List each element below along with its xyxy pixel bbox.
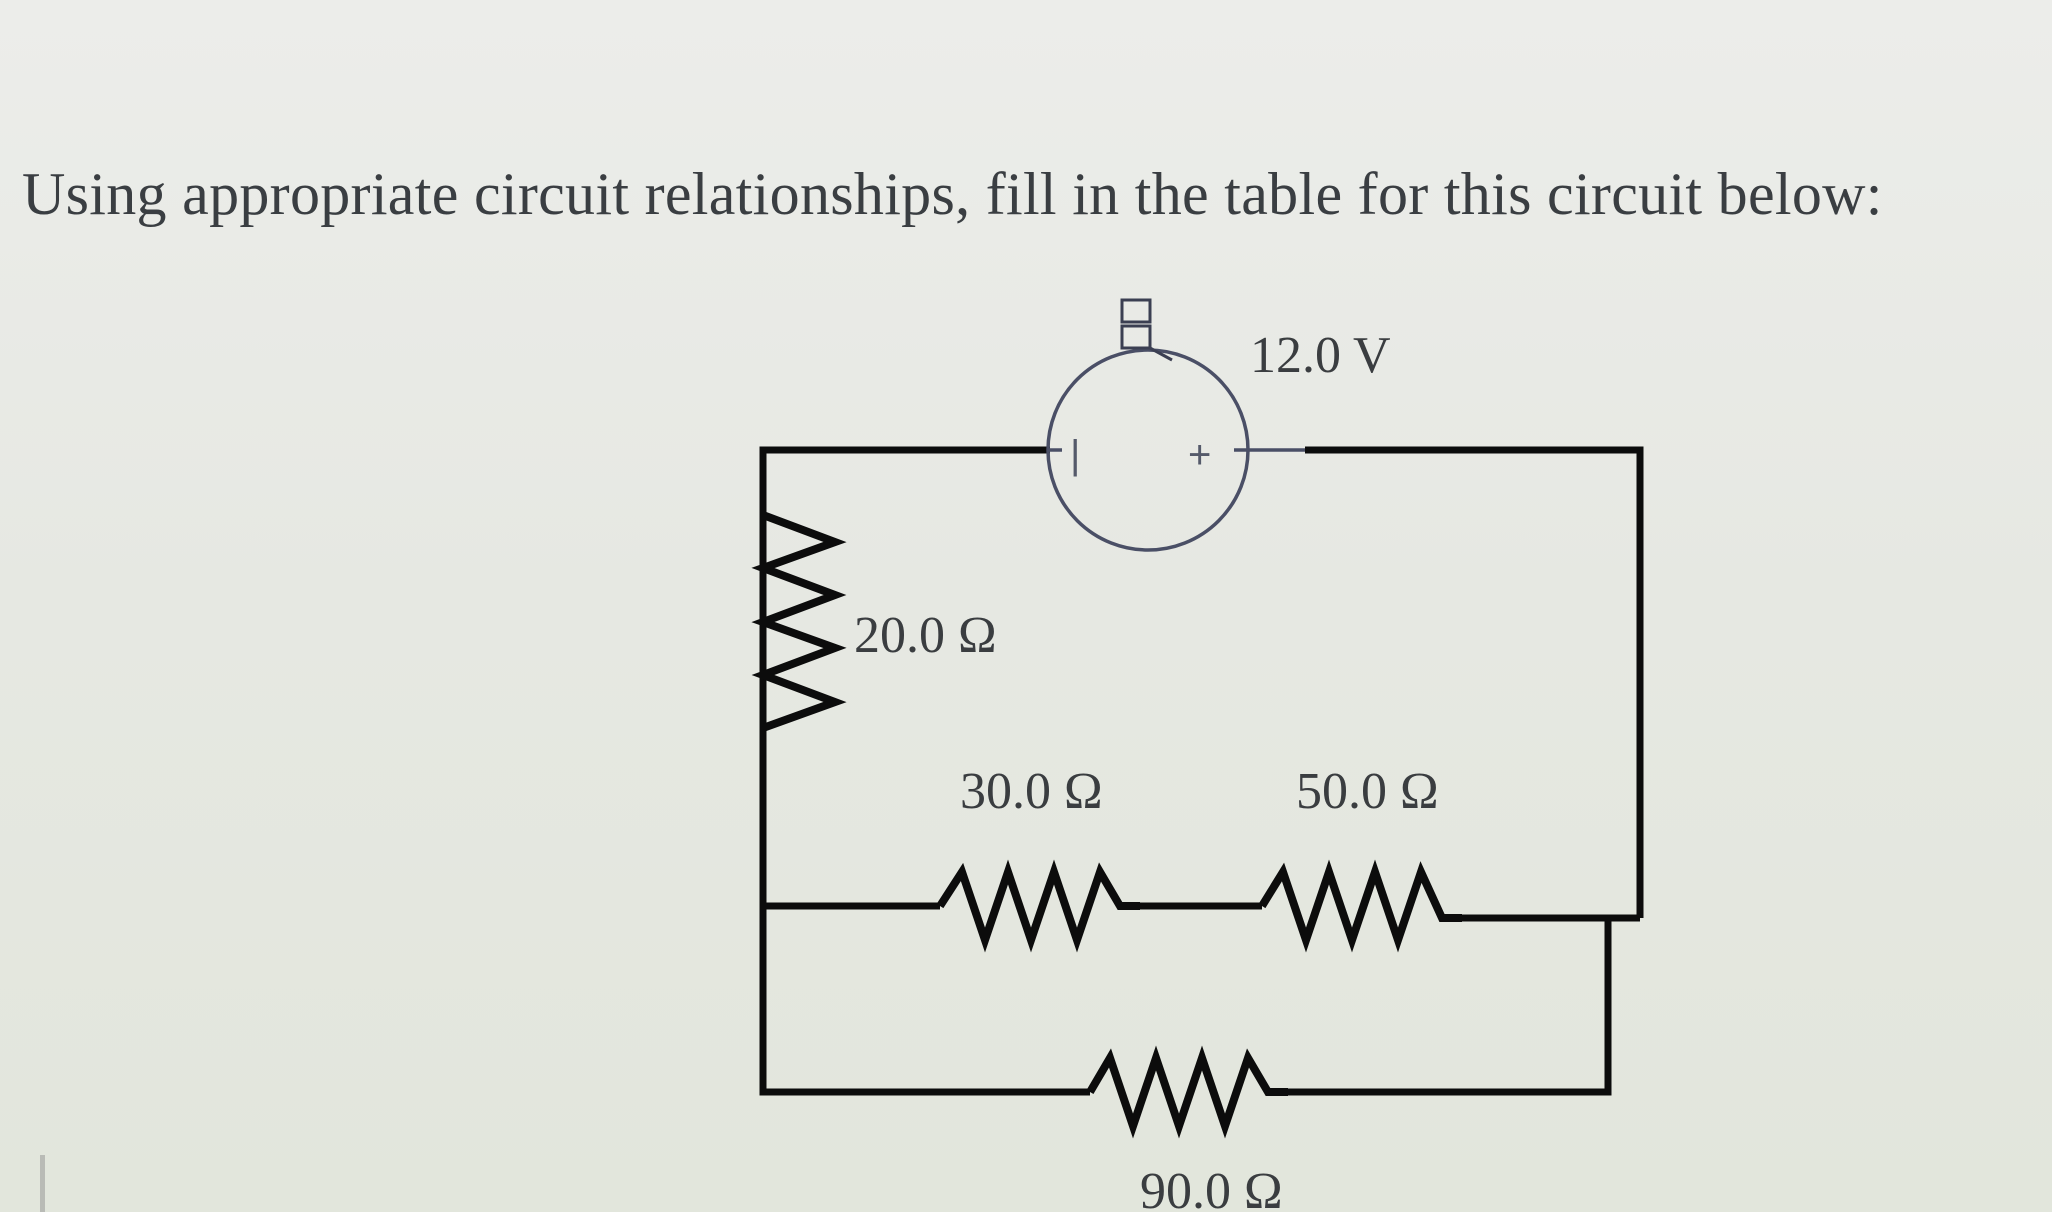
dc-symbol-icon <box>1120 298 1173 362</box>
voltage-label: 12.0 V <box>1250 327 1391 384</box>
resistor-r1 <box>751 511 847 732</box>
wire-middle-left <box>759 780 1090 1096</box>
voltage-source: | + <box>1046 298 1305 552</box>
margin-mark <box>40 1155 45 1212</box>
resistor-r2 <box>936 859 1140 953</box>
wire-top-left <box>759 446 1050 780</box>
question-text: Using appropriate circuit relationships,… <box>22 161 1883 227</box>
source-plus-symbol: + <box>1188 433 1211 477</box>
wire-bottom-right <box>1288 918 1612 1096</box>
resistor-r4 <box>1086 1045 1288 1139</box>
resistor-r3-label: 50.0 Ω <box>1296 763 1439 820</box>
resistor-r2-label: 30.0 Ω <box>960 763 1103 820</box>
source-minus-symbol: | <box>1070 433 1080 477</box>
resistor-r1-label: 20.0 Ω <box>854 607 997 664</box>
resistor-r3 <box>1258 859 1462 953</box>
resistor-r4-label: 90.0 Ω <box>1140 1163 1283 1212</box>
wire-top-right <box>1305 446 1644 918</box>
